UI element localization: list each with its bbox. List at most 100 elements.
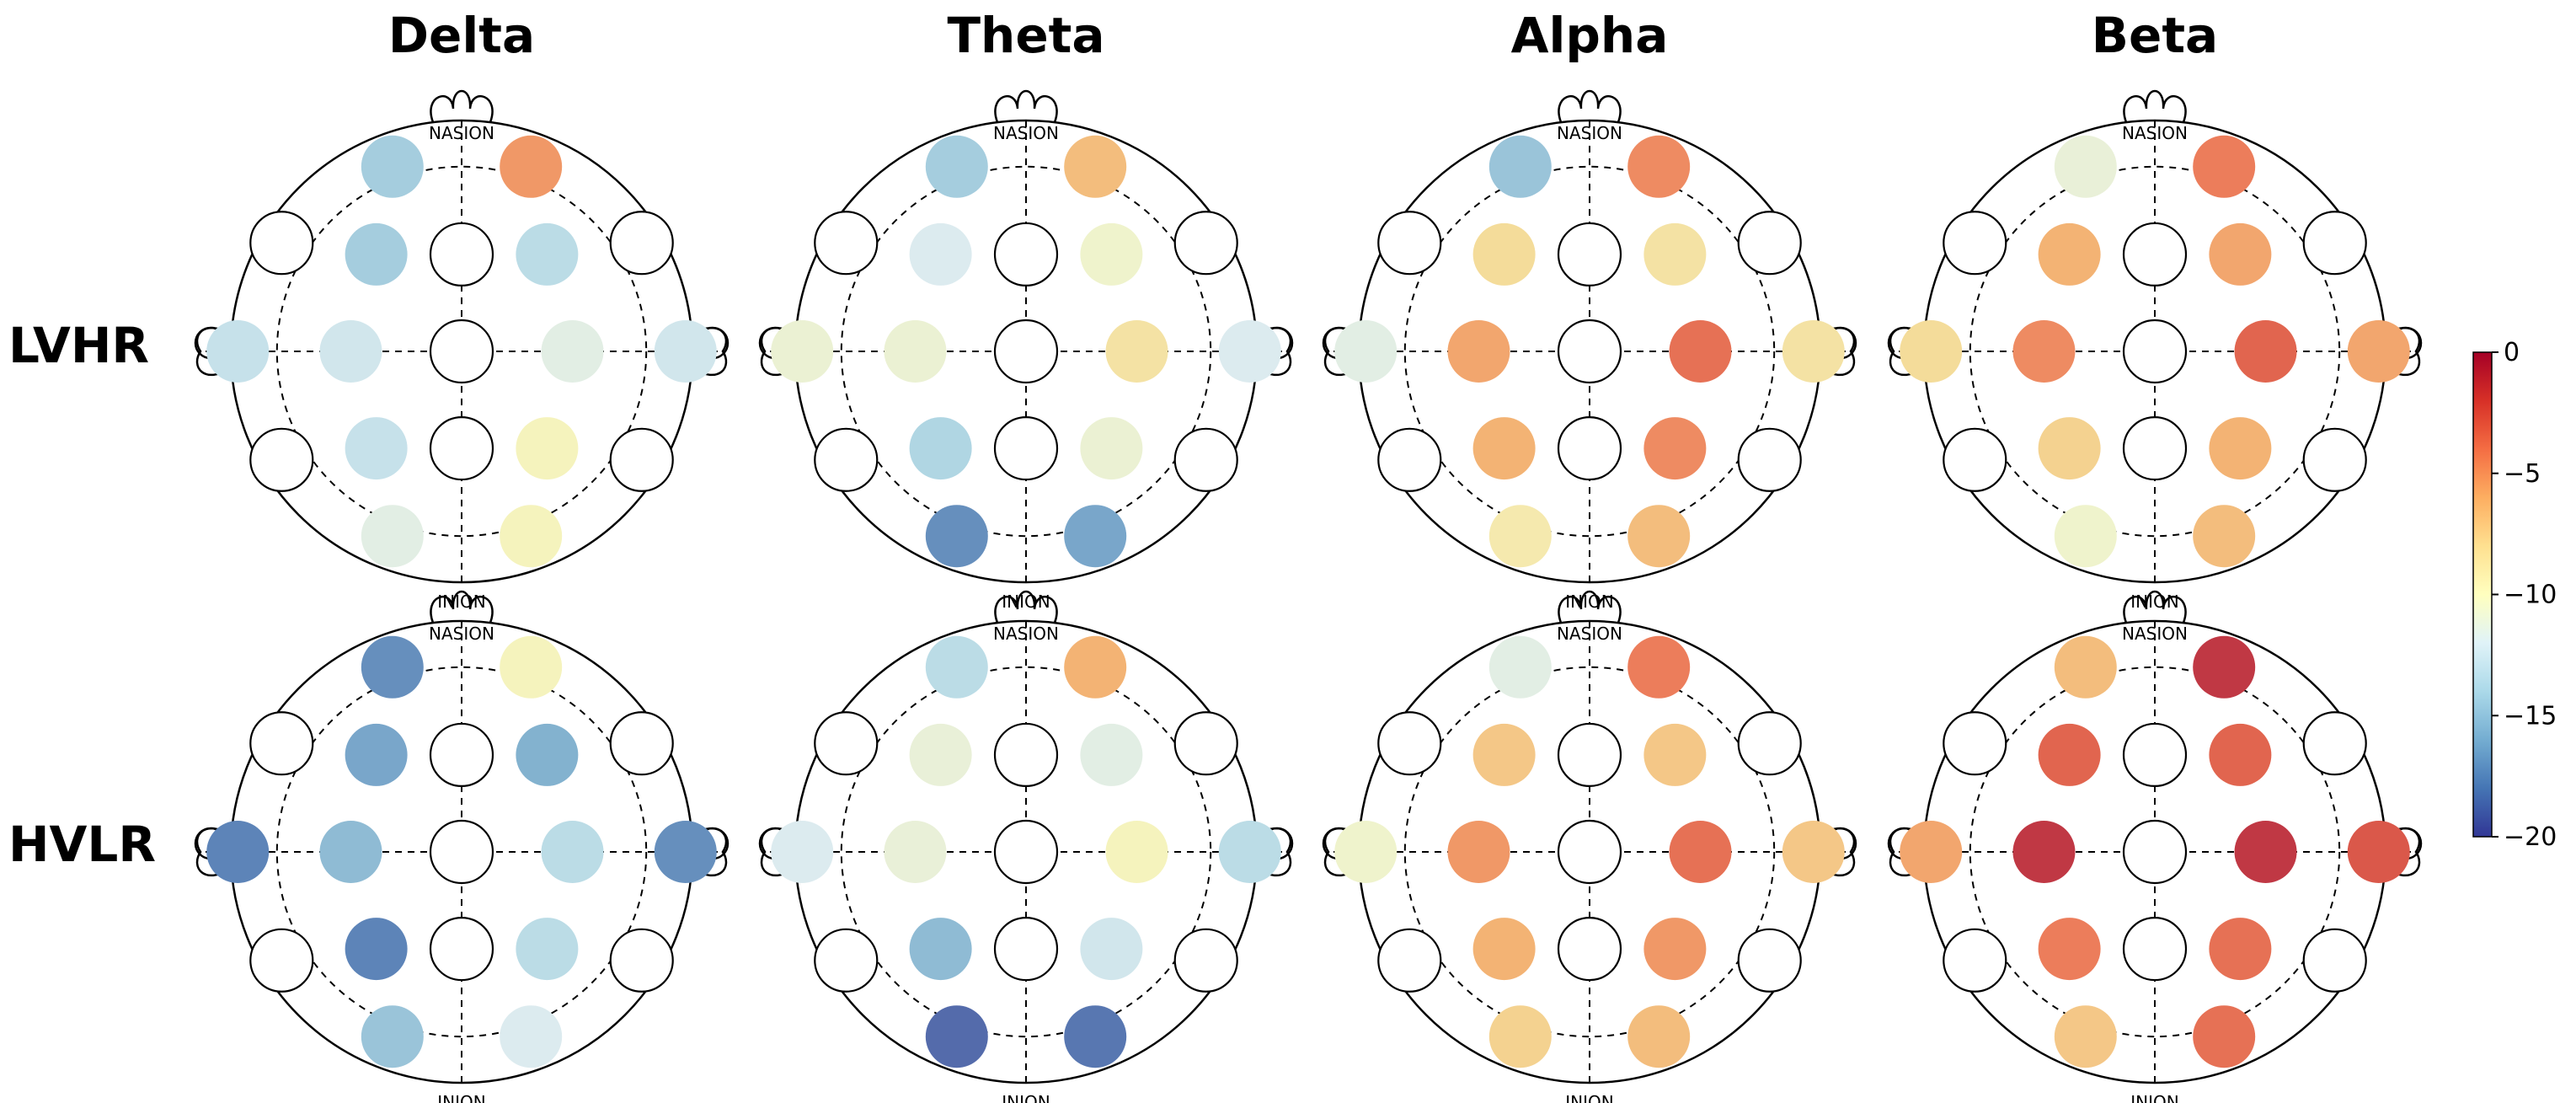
electrode-c3 bbox=[884, 821, 947, 883]
electrode-c3 bbox=[2012, 821, 2076, 883]
electrode-pz bbox=[2122, 415, 2188, 481]
electrode-pz bbox=[1557, 415, 1622, 481]
electrode-o2 bbox=[2193, 505, 2256, 568]
electrode-fp2 bbox=[1627, 635, 1691, 699]
electrode-fz bbox=[429, 222, 494, 287]
electrode-pz bbox=[1557, 916, 1622, 982]
electrode-o1 bbox=[2054, 505, 2117, 568]
guide-circle bbox=[275, 165, 648, 538]
nose bbox=[994, 90, 1058, 123]
electrode-p3 bbox=[345, 918, 408, 981]
electrode-t4 bbox=[1218, 821, 1281, 883]
nose bbox=[1558, 591, 1622, 624]
electrode-o2 bbox=[500, 1005, 563, 1068]
inion-label: INION bbox=[2130, 1092, 2178, 1103]
electrode-c4 bbox=[541, 821, 604, 883]
electrode-t6 bbox=[2302, 928, 2367, 993]
inion-label: INION bbox=[437, 592, 485, 612]
electrode-o1 bbox=[361, 505, 424, 568]
electrode-p4 bbox=[1080, 417, 1143, 480]
electrode-t5 bbox=[814, 928, 879, 993]
nose bbox=[2123, 591, 2187, 624]
electrode-f8 bbox=[2302, 711, 2367, 776]
electrode-o2 bbox=[1627, 1005, 1691, 1068]
electrode-f3 bbox=[345, 222, 408, 286]
electrode-f8 bbox=[1173, 211, 1238, 276]
electrode-t4 bbox=[654, 320, 717, 383]
electrode-fp1 bbox=[925, 635, 988, 699]
electrode-fz bbox=[2122, 722, 2188, 788]
electrode-t5 bbox=[1943, 928, 2007, 993]
electrode-t4 bbox=[2347, 821, 2410, 883]
electrode-fp2 bbox=[500, 135, 563, 198]
nose bbox=[994, 591, 1058, 624]
electrode-fz bbox=[1557, 722, 1622, 788]
electrode-f4 bbox=[516, 723, 579, 786]
electrode-f3 bbox=[2038, 723, 2101, 786]
electrode-p4 bbox=[1643, 417, 1707, 480]
colorbar-gradient bbox=[2472, 351, 2493, 838]
electrode-fp2 bbox=[2193, 135, 2256, 198]
electrode-c4 bbox=[2234, 320, 2297, 383]
electrode-cz bbox=[993, 319, 1059, 384]
electrode-c3 bbox=[1447, 821, 1510, 883]
electrode-t3 bbox=[1900, 821, 1963, 883]
electrode-p4 bbox=[2209, 417, 2272, 480]
electrode-c3 bbox=[1447, 320, 1510, 383]
electrode-f8 bbox=[609, 211, 674, 276]
electrode-t3 bbox=[206, 821, 270, 883]
electrode-fz bbox=[993, 222, 1059, 287]
electrode-t3 bbox=[1900, 320, 1963, 383]
electrode-fp1 bbox=[925, 135, 988, 198]
electrode-fz bbox=[993, 722, 1059, 788]
electrode-t5 bbox=[249, 427, 314, 492]
electrode-o2 bbox=[1064, 1005, 1127, 1068]
electrode-fp1 bbox=[1488, 635, 1552, 699]
colorbar: 0−5−10−15−20 bbox=[2472, 338, 2557, 852]
electrode-fz bbox=[1557, 222, 1622, 287]
electrode-f7 bbox=[1943, 211, 2007, 276]
electrode-t5 bbox=[1943, 427, 2007, 492]
electrode-t5 bbox=[814, 427, 879, 492]
band-title-beta: Beta bbox=[2092, 7, 2218, 64]
electrode-f8 bbox=[1737, 711, 1802, 776]
topomap-grid: NASIONINIONNASIONINIONNASIONINIONNASIONI… bbox=[194, 90, 2423, 1103]
electrode-o1 bbox=[2054, 1005, 2117, 1068]
guide-circle bbox=[1403, 165, 1776, 538]
electrode-t6 bbox=[1737, 427, 1802, 492]
nasion-label: NASION bbox=[2122, 123, 2188, 143]
colorbar-ticks: 0−5−10−15−20 bbox=[2492, 338, 2557, 852]
electrode-t6 bbox=[609, 928, 674, 993]
electrode-o2 bbox=[500, 505, 563, 568]
electrode-t6 bbox=[1737, 928, 1802, 993]
electrode-t6 bbox=[609, 427, 674, 492]
guide-circle bbox=[275, 666, 648, 1038]
group-label-lvhr: LVHR bbox=[8, 317, 149, 374]
electrode-cz bbox=[2122, 819, 2188, 885]
colorbar-tick-label: −10 bbox=[2504, 581, 2557, 610]
band-title-alpha: Alpha bbox=[1511, 7, 1669, 64]
electrode-o1 bbox=[925, 505, 988, 568]
electrode-f7 bbox=[249, 211, 314, 276]
electrode-t3 bbox=[771, 821, 834, 883]
nasion-label: NASION bbox=[1557, 123, 1622, 143]
electrode-c4 bbox=[1105, 320, 1168, 383]
electrode-fp1 bbox=[2054, 635, 2117, 699]
electrode-p4 bbox=[1643, 918, 1707, 981]
electrode-c4 bbox=[541, 320, 604, 383]
electrode-fz bbox=[429, 722, 494, 788]
nasion-label: NASION bbox=[993, 624, 1059, 644]
electrode-p3 bbox=[345, 417, 408, 480]
electrode-t5 bbox=[1377, 928, 1442, 993]
electrode-f8 bbox=[609, 711, 674, 776]
inion-label: INION bbox=[1565, 592, 1613, 612]
electrode-f7 bbox=[1377, 711, 1442, 776]
guide-circle bbox=[1403, 666, 1776, 1038]
electrode-p3 bbox=[1472, 417, 1536, 480]
electrode-f3 bbox=[909, 222, 972, 286]
electrode-f7 bbox=[1943, 711, 2007, 776]
electrode-o2 bbox=[1627, 505, 1691, 568]
nose bbox=[2123, 90, 2187, 123]
